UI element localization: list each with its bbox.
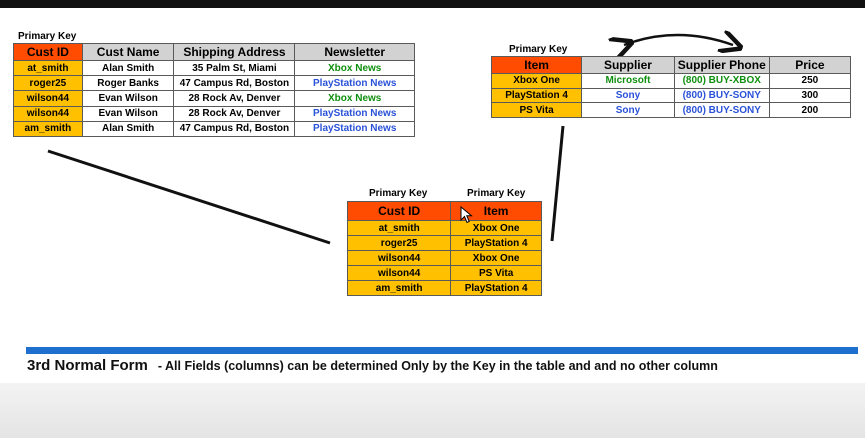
customers-table: Cust ID Cust Name Shipping Address Newsl… xyxy=(13,43,415,138)
column-header-supplier-phone: Supplier Phone xyxy=(673,56,770,74)
cust-id-cell: at_smith xyxy=(346,220,452,236)
table-row: at_smith Xbox One xyxy=(346,220,542,236)
table-row: wilson44 Evan Wilson 28 Rock Av, Denver … xyxy=(13,90,415,107)
bottom-panel xyxy=(0,383,865,438)
price-cell: 300 xyxy=(768,87,852,104)
column-header-cust-name: Cust Name xyxy=(81,43,175,61)
column-header-cust-id: Cust ID xyxy=(346,201,452,221)
column-header-price: Price xyxy=(768,56,852,74)
cust-name-cell: Evan Wilson xyxy=(81,105,175,122)
orders-item-primary-key-label: Primary Key xyxy=(467,188,526,199)
orders-items-link xyxy=(550,125,565,242)
column-header-newsletter: Newsletter xyxy=(294,43,415,61)
cust-name-cell: Alan Smith xyxy=(81,59,175,77)
item-cell: Xbox One xyxy=(450,220,542,236)
table-row: at_smith Alan Smith 35 Palm St, Miami Xb… xyxy=(13,59,415,77)
items-primary-key-label: Primary Key xyxy=(509,44,568,55)
mouse-cursor-icon xyxy=(460,206,473,224)
cust-name-cell: Alan Smith xyxy=(81,120,175,138)
column-header-cust-id: Cust ID xyxy=(13,43,83,61)
cust-id-cell: wilson44 xyxy=(346,250,452,266)
table-row: am_smith Alan Smith 47 Campus Rd, Boston… xyxy=(13,120,415,138)
items-table: Item Supplier Supplier Phone Price Xbox … xyxy=(490,56,852,118)
orders-table: Cust ID Item at_smith Xbox One roger25 P… xyxy=(346,201,542,296)
table-row: wilson44 Evan Wilson 28 Rock Av, Denver … xyxy=(13,105,415,122)
dependency-arrow xyxy=(624,35,733,45)
table-row: wilson44 Xbox One xyxy=(346,250,542,266)
customers-orders-link xyxy=(47,149,331,245)
cust-id-cell: wilson44 xyxy=(346,265,452,281)
shipping-address-cell: 35 Palm St, Miami xyxy=(173,59,296,77)
normal-form-caption: 3rd Normal Form - All Fields (columns) ca… xyxy=(27,357,718,375)
cust-id-cell: wilson44 xyxy=(13,105,83,122)
table-row: am_smith PlayStation 4 xyxy=(346,280,542,296)
normal-form-description: - All Fields (columns) can be determined… xyxy=(157,359,718,373)
table-row: roger25 Roger Banks 47 Campus Rd, Boston… xyxy=(13,75,415,92)
customers-primary-key-label: Primary Key xyxy=(18,31,77,42)
item-cell: Xbox One xyxy=(490,73,583,89)
cust-id-cell: roger25 xyxy=(346,235,452,251)
table-row: wilson44 PS Vita xyxy=(346,265,542,281)
top-bar xyxy=(0,0,865,8)
supplier-cell: Sony xyxy=(581,102,675,118)
rule-bar xyxy=(26,347,858,354)
price-cell: 250 xyxy=(768,73,852,89)
newsletter-cell: PlayStation News xyxy=(294,120,415,138)
table-row: PlayStation 4 Sony (800) BUY-SONY 300 xyxy=(490,87,852,104)
shipping-address-cell: 28 Rock Av, Denver xyxy=(173,105,296,122)
table-row: Xbox One Microsoft (800) BUY-XBOX 250 xyxy=(490,73,852,89)
item-cell: PlayStation 4 xyxy=(450,280,542,296)
newsletter-cell: Xbox News xyxy=(294,59,415,77)
supplier-phone-cell: (800) BUY-XBOX xyxy=(673,73,770,89)
newsletter-cell: PlayStation News xyxy=(294,75,415,92)
item-cell: PlayStation 4 xyxy=(450,235,542,251)
orders-cust-id-primary-key-label: Primary Key xyxy=(369,188,428,199)
column-header-supplier: Supplier xyxy=(581,56,675,74)
shipping-address-cell: 28 Rock Av, Denver xyxy=(173,90,296,107)
item-cell: PS Vita xyxy=(490,102,583,118)
cust-id-cell: am_smith xyxy=(346,280,452,296)
supplier-phone-cell: (800) BUY-SONY xyxy=(673,102,770,118)
newsletter-cell: PlayStation News xyxy=(294,105,415,122)
shipping-address-cell: 47 Campus Rd, Boston xyxy=(173,120,296,138)
table-row: PS Vita Sony (800) BUY-SONY 200 xyxy=(490,102,852,118)
cust-name-cell: Roger Banks xyxy=(81,75,175,92)
normal-form-title: 3rd Normal Form xyxy=(27,357,148,374)
item-cell: PlayStation 4 xyxy=(490,87,583,104)
item-cell: PS Vita xyxy=(450,265,542,281)
cust-id-cell: am_smith xyxy=(13,120,83,138)
newsletter-cell: Xbox News xyxy=(294,90,415,107)
supplier-cell: Microsoft xyxy=(581,73,675,89)
cust-id-cell: at_smith xyxy=(13,59,83,77)
cust-id-cell: roger25 xyxy=(13,75,83,92)
table-row: roger25 PlayStation 4 xyxy=(346,235,542,251)
column-header-item: Item xyxy=(450,201,542,221)
supplier-phone-cell: (800) BUY-SONY xyxy=(673,87,770,104)
supplier-cell: Sony xyxy=(581,87,675,104)
column-header-item: Item xyxy=(490,56,583,74)
item-cell: Xbox One xyxy=(450,250,542,266)
shipping-address-cell: 47 Campus Rd, Boston xyxy=(173,75,296,92)
column-header-shipping-address: Shipping Address xyxy=(173,43,296,61)
cust-id-cell: wilson44 xyxy=(13,90,83,107)
price-cell: 200 xyxy=(768,102,852,118)
cust-name-cell: Evan Wilson xyxy=(81,90,175,107)
